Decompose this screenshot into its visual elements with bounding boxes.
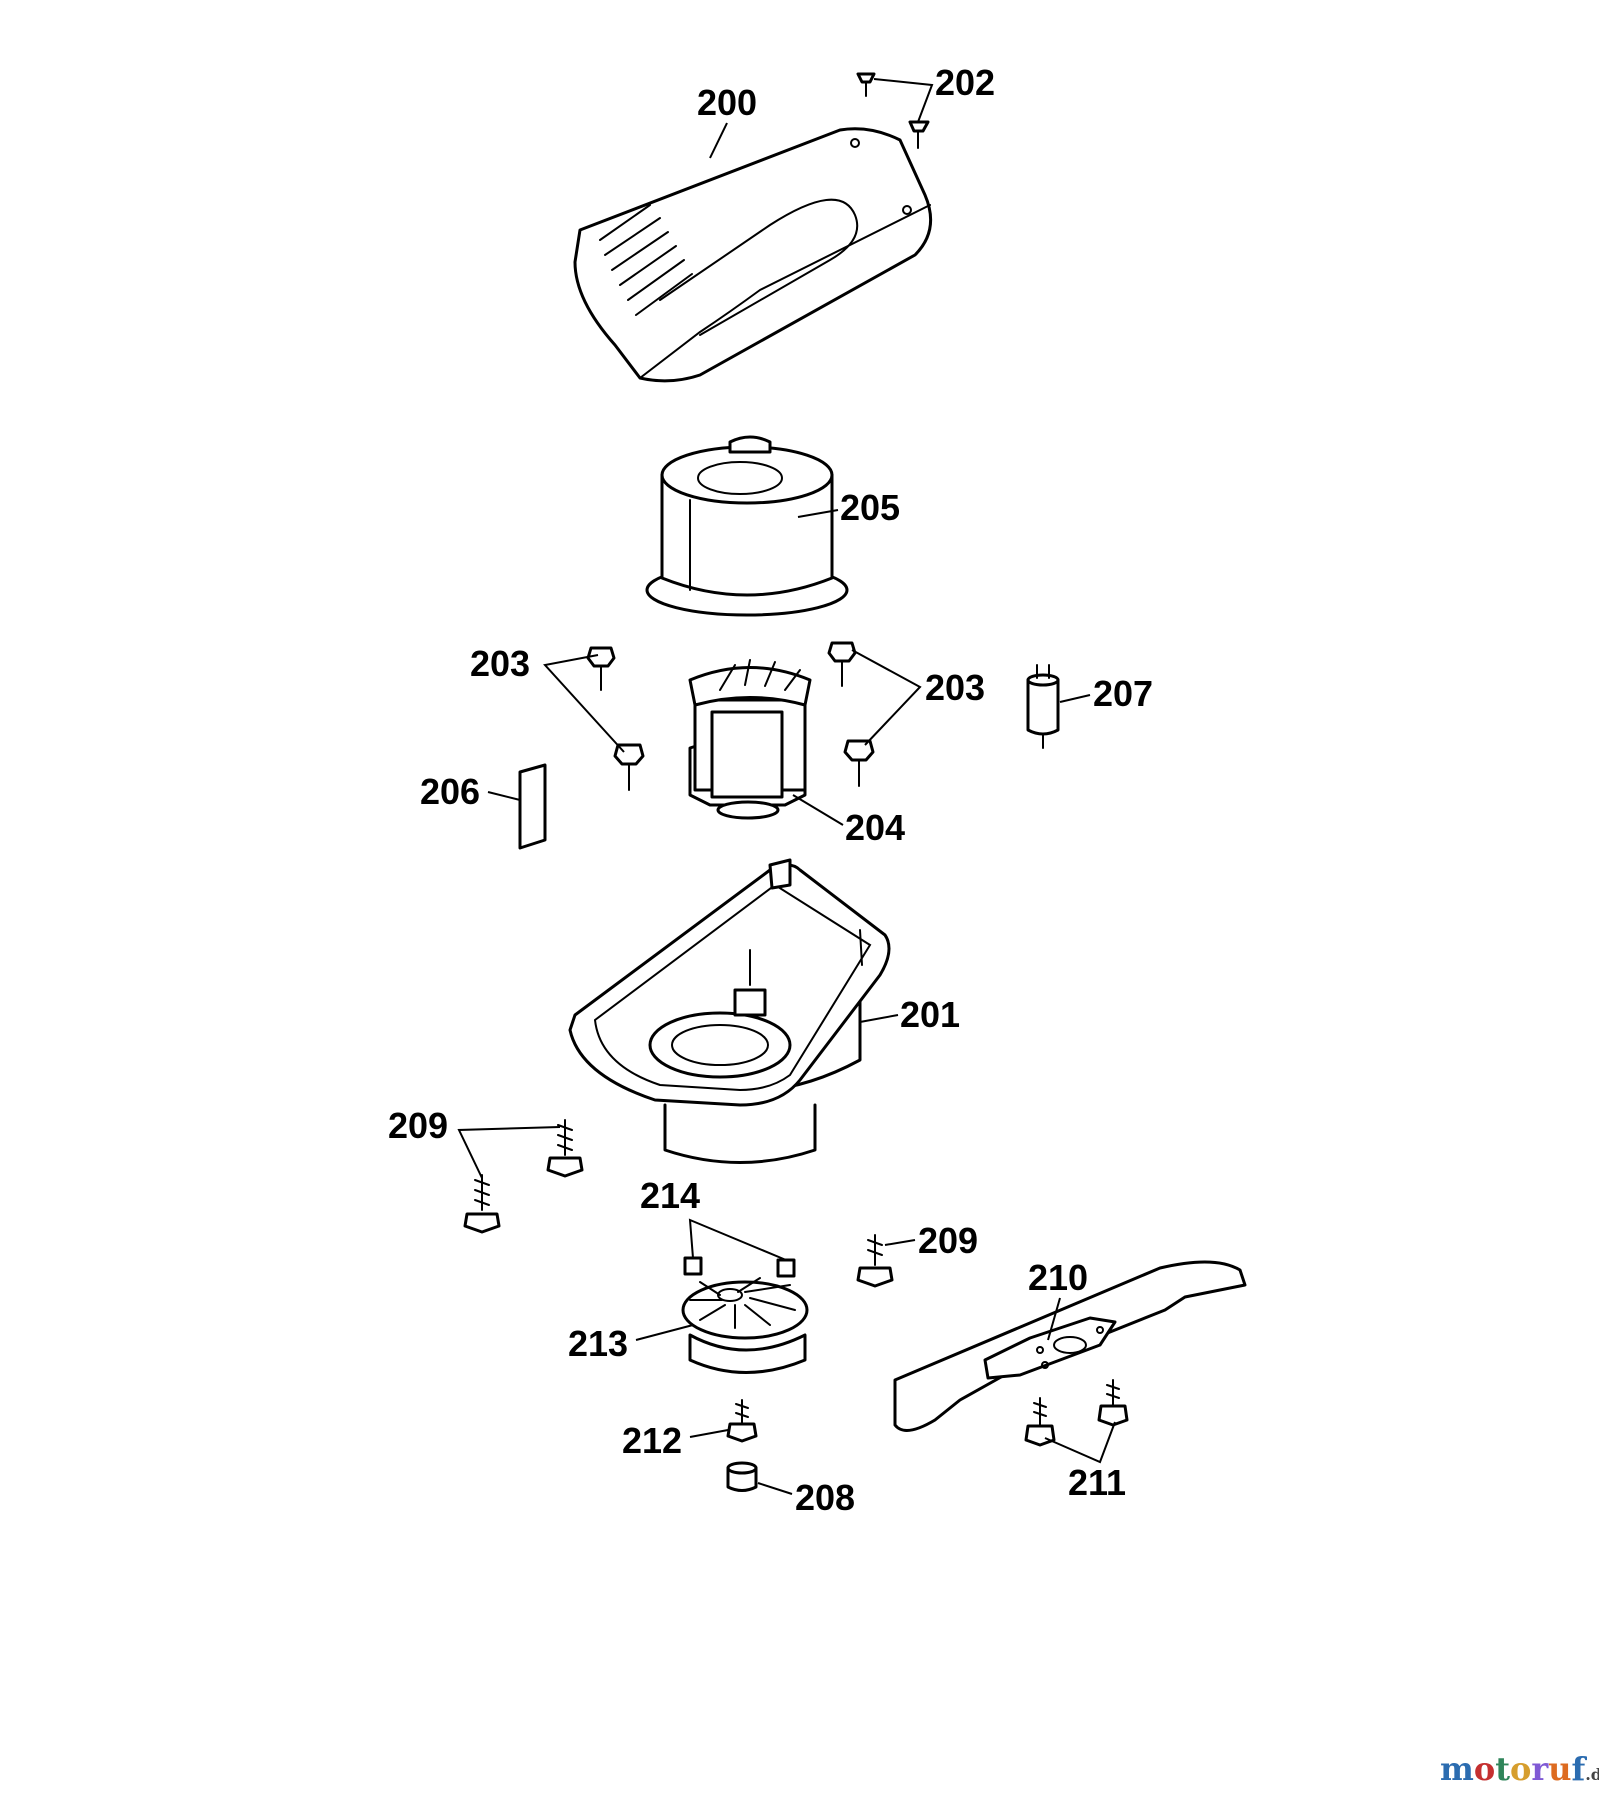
- screw-212: [726, 1399, 758, 1443]
- nuts-214: [683, 1256, 796, 1278]
- svg-text:201: 201: [900, 994, 960, 1035]
- label-202: 202: [873, 62, 995, 123]
- label-206: 206: [420, 771, 521, 812]
- svg-text:203: 203: [470, 643, 530, 684]
- svg-text:205: 205: [840, 487, 900, 528]
- screws-203-left: [586, 646, 645, 791]
- label-200: 200: [697, 82, 757, 159]
- svg-text:motoruf.de: motoruf.de: [1440, 1750, 1599, 1788]
- motor-cover-part: [573, 127, 933, 383]
- label-205: 205: [797, 487, 900, 528]
- label-209-left: 209: [388, 1105, 561, 1179]
- svg-text:213: 213: [568, 1323, 628, 1364]
- svg-text:212: 212: [622, 1420, 682, 1461]
- label-210: 210: [1028, 1257, 1088, 1341]
- plate-part: [518, 763, 547, 850]
- screw-209-right: [856, 1234, 894, 1288]
- screws-202: [856, 72, 930, 149]
- svg-text:209: 209: [388, 1105, 448, 1146]
- label-201: 201: [859, 994, 960, 1035]
- svg-text:203: 203: [925, 667, 985, 708]
- blade-part: [893, 1260, 1247, 1432]
- watermark-letter: r: [1531, 1750, 1549, 1788]
- fan-part: [681, 1277, 809, 1374]
- cap-208: [726, 1461, 758, 1492]
- watermark-letter: m: [1440, 1750, 1474, 1788]
- svg-text:204: 204: [845, 807, 905, 848]
- label-203-right: 203: [851, 649, 985, 746]
- svg-text:200: 200: [697, 82, 757, 123]
- svg-text:208: 208: [795, 1477, 855, 1518]
- svg-text:207: 207: [1093, 673, 1153, 714]
- label-204: 204: [792, 794, 905, 848]
- watermark-letter: t: [1495, 1750, 1510, 1788]
- screws-203-right: [827, 641, 875, 787]
- watermark-suffix: .de: [1585, 1765, 1599, 1784]
- watermark-letter: o: [1474, 1750, 1495, 1788]
- watermark-logo: motoruf.de: [1440, 1750, 1599, 1788]
- svg-text:209: 209: [918, 1220, 978, 1261]
- screws-209-left: [463, 1119, 584, 1234]
- capacitor-part: [1026, 664, 1060, 749]
- lower-housing-part: [568, 858, 891, 1164]
- label-212: 212: [622, 1420, 729, 1461]
- watermark-letter: o: [1510, 1750, 1531, 1788]
- svg-text:210: 210: [1028, 1257, 1088, 1298]
- label-203-left: 203: [470, 643, 625, 753]
- svg-text:214: 214: [640, 1175, 700, 1216]
- label-209-right: 209: [884, 1220, 978, 1261]
- label-207: 207: [1059, 673, 1153, 714]
- label-213: 213: [568, 1323, 694, 1364]
- label-208: 208: [757, 1477, 855, 1518]
- watermark-letter: u: [1548, 1750, 1571, 1788]
- label-211: 211: [1044, 1421, 1126, 1503]
- svg-text:202: 202: [935, 62, 995, 103]
- watermark-letter: f: [1571, 1750, 1587, 1788]
- svg-text:206: 206: [420, 771, 480, 812]
- motor-sleeve-part: [645, 435, 849, 617]
- motor-part: [688, 659, 812, 820]
- label-214: 214: [640, 1175, 787, 1261]
- svg-text:211: 211: [1068, 1462, 1126, 1503]
- screws-211: [1024, 1379, 1129, 1447]
